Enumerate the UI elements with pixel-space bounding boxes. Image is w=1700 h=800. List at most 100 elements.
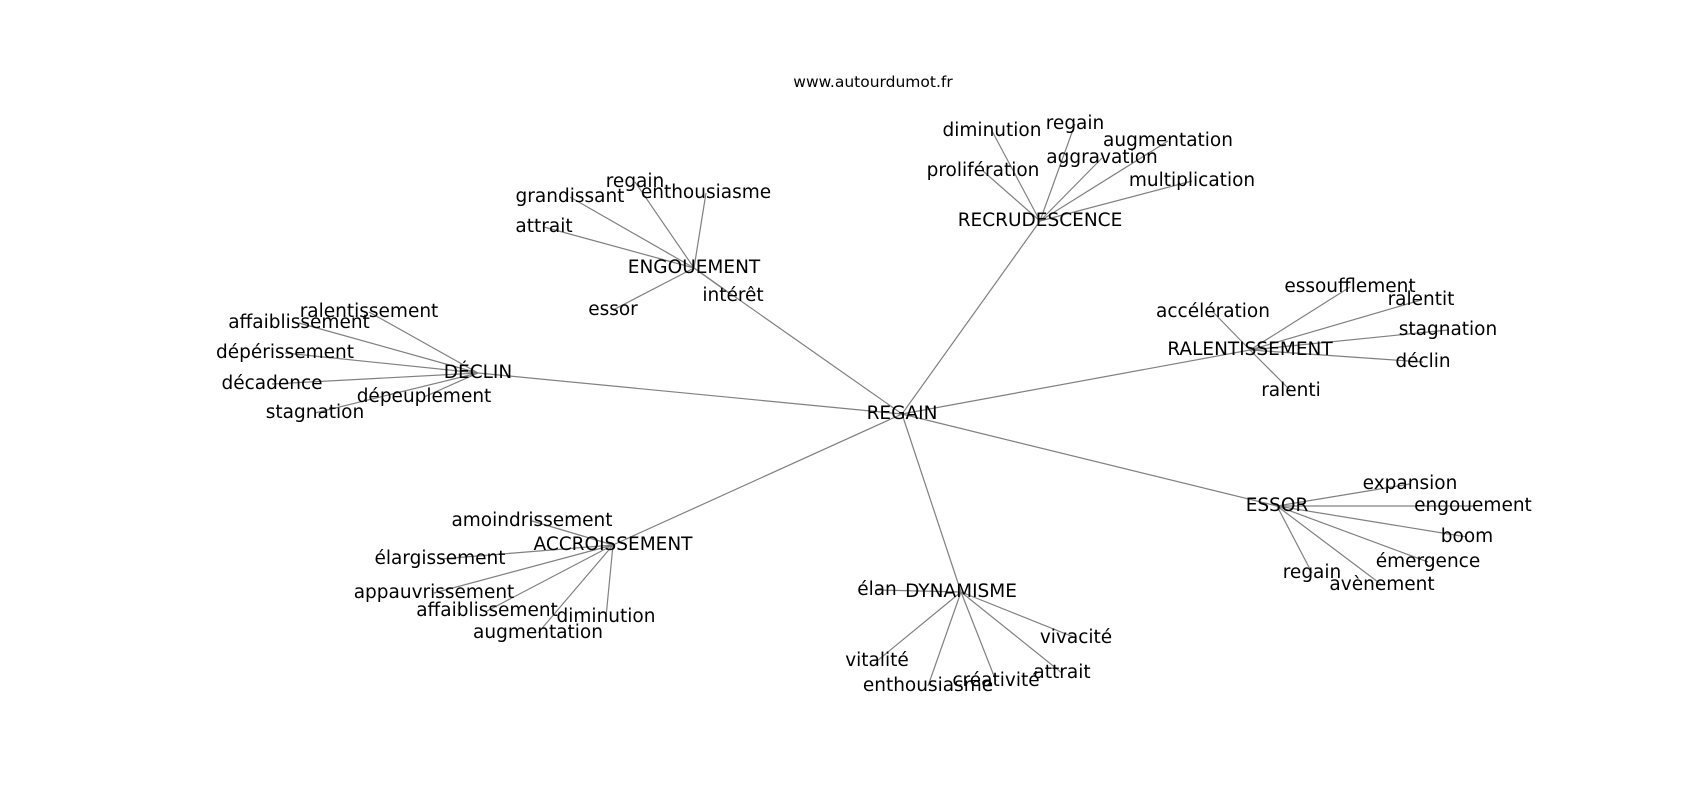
leaf-node-label: attrait bbox=[1033, 662, 1090, 683]
leaf-node-label: stagnation bbox=[1399, 319, 1497, 340]
edge-cluster-to-word bbox=[876, 589, 962, 593]
leaf-node-label: essoufflement bbox=[1284, 276, 1415, 297]
leaf-node-label: vitalité bbox=[845, 650, 909, 671]
cluster-node-label: ACCROISSEMENT bbox=[533, 534, 693, 555]
cluster-node-label: RALENTISSEMENT bbox=[1167, 339, 1333, 360]
leaf-node-label: décadence bbox=[221, 373, 322, 394]
leaf-node-label: expansion bbox=[1363, 473, 1458, 494]
edge-cluster-to-word bbox=[1276, 505, 1468, 538]
leaf-node-label: émergence bbox=[1376, 551, 1480, 572]
leaf-node-label: intérêt bbox=[702, 285, 763, 306]
edge-cluster-to-word bbox=[605, 544, 614, 618]
edge-cluster-to-word bbox=[927, 591, 962, 687]
leaf-node-label: enthousiasme bbox=[863, 675, 993, 696]
leaf-node-label: accélération bbox=[1156, 301, 1270, 322]
edge-center-to-cluster bbox=[901, 413, 1278, 507]
edge-cluster-to-word bbox=[433, 544, 614, 594]
edge-center-to-cluster bbox=[901, 220, 1041, 415]
site-label: www.autourdumot.fr bbox=[793, 73, 953, 91]
edge-cluster-to-word bbox=[423, 372, 479, 398]
edge-cluster-to-word bbox=[1039, 140, 1169, 222]
leaf-node-label: élan bbox=[857, 579, 897, 600]
edge-cluster-to-word bbox=[1276, 505, 1313, 574]
edge-cluster-to-word bbox=[1039, 180, 1193, 222]
leaf-node-label: déclin bbox=[1395, 351, 1450, 372]
edge-cluster-to-word bbox=[634, 181, 695, 269]
edge-cluster-to-word bbox=[314, 372, 479, 414]
edge-cluster-to-word bbox=[960, 591, 997, 682]
edge-cluster-to-word bbox=[1249, 286, 1351, 351]
leaf-node-label: essor bbox=[588, 299, 638, 320]
leaf-node-label: dépeuplement bbox=[357, 386, 492, 407]
leaf-node-label: regain bbox=[1046, 113, 1105, 134]
leaf-node-label: ralentit bbox=[1388, 289, 1455, 310]
graph-labels: www.autourdumot.fr REGAIN ENGOUEMENT grand… bbox=[216, 73, 1532, 696]
edge-cluster-to-word bbox=[439, 544, 614, 560]
leaf-node-label: avènement bbox=[1329, 574, 1434, 595]
leaf-node-label: diminution bbox=[943, 120, 1042, 141]
edge-center-to-cluster bbox=[901, 413, 962, 593]
edge-cluster-to-word bbox=[537, 544, 614, 634]
edge-cluster-to-word bbox=[982, 170, 1041, 222]
leaf-node-label: enthousiasme bbox=[641, 182, 771, 203]
edge-cluster-to-word bbox=[960, 591, 1077, 639]
edge-cluster-to-word bbox=[543, 226, 695, 269]
edge-cluster-to-word bbox=[368, 311, 479, 374]
edge-cluster-to-word bbox=[531, 520, 614, 546]
edge-cluster-to-word bbox=[1039, 123, 1076, 222]
edge-cluster-to-word bbox=[486, 544, 614, 612]
leaf-node-label: prolifération bbox=[927, 160, 1040, 181]
leaf-node-label: diminution bbox=[557, 606, 656, 627]
edge-cluster-to-word bbox=[991, 130, 1041, 222]
leaf-node-label: créativité bbox=[952, 670, 1039, 691]
edge-cluster-to-word bbox=[569, 196, 695, 269]
edge-cluster-to-word bbox=[1249, 349, 1424, 363]
edge-cluster-to-word bbox=[1249, 299, 1422, 351]
edge-cluster-to-word bbox=[271, 372, 479, 385]
leaf-node-label: augmentation bbox=[1103, 130, 1233, 151]
edge-cluster-to-word bbox=[1276, 505, 1429, 563]
leaf-node-label: affaiblissement bbox=[416, 600, 558, 621]
leaf-node-label: stagnation bbox=[266, 402, 364, 423]
leaf-node-label: multiplication bbox=[1129, 170, 1255, 191]
edge-center-to-cluster bbox=[901, 349, 1251, 415]
cluster-node-label: RECRUDESCENCE bbox=[958, 210, 1123, 231]
leaf-node-label: augmentation bbox=[473, 622, 603, 643]
edge-center-to-cluster bbox=[612, 413, 903, 546]
cluster-node-label: DÉCLIN bbox=[444, 361, 512, 383]
leaf-node-label: affaiblissement bbox=[228, 312, 370, 333]
leaf-node-label: élargissement bbox=[374, 548, 505, 569]
graph-edges bbox=[271, 123, 1473, 687]
edge-cluster-to-word bbox=[876, 591, 962, 662]
edge-cluster-to-word bbox=[1249, 349, 1292, 392]
cluster-node-label: DYNAMISME bbox=[905, 581, 1017, 602]
leaf-node-label: ralentissement bbox=[300, 301, 439, 322]
leaf-node-label: aggravation bbox=[1046, 147, 1158, 168]
edge-cluster-to-word bbox=[960, 591, 1063, 674]
edge-cluster-to-word bbox=[693, 267, 734, 297]
leaf-node-label: grandissant bbox=[516, 186, 625, 207]
edge-cluster-to-word bbox=[1249, 329, 1449, 351]
cluster-node-label: ENGOUEMENT bbox=[628, 257, 761, 278]
leaf-node-label: appauvrissement bbox=[354, 582, 515, 603]
cluster-node-label: ESSOR bbox=[1246, 495, 1309, 516]
edge-cluster-to-word bbox=[284, 352, 479, 374]
edge-cluster-to-word bbox=[298, 322, 479, 374]
leaf-node-label: boom bbox=[1441, 526, 1493, 547]
leaf-node-label: ralenti bbox=[1261, 380, 1321, 401]
edge-cluster-to-word bbox=[1276, 483, 1411, 507]
leaf-node-label: engouement bbox=[1414, 495, 1532, 516]
edge-cluster-to-word bbox=[693, 192, 707, 269]
edge-cluster-to-word bbox=[1039, 157, 1103, 222]
edge-cluster-to-word bbox=[1212, 311, 1251, 351]
leaf-node-label: regain bbox=[1283, 562, 1342, 583]
leaf-node-label: regain bbox=[606, 171, 665, 192]
leaf-node-label: dépérissement bbox=[216, 342, 354, 363]
edge-center-to-cluster bbox=[477, 372, 903, 415]
edge-cluster-to-word bbox=[612, 267, 695, 311]
edge-cluster-to-word bbox=[1276, 505, 1383, 586]
center-node-label: REGAIN bbox=[867, 403, 938, 424]
leaf-node-label: attrait bbox=[515, 216, 572, 237]
leaf-node-label: amoindrissement bbox=[451, 510, 612, 531]
